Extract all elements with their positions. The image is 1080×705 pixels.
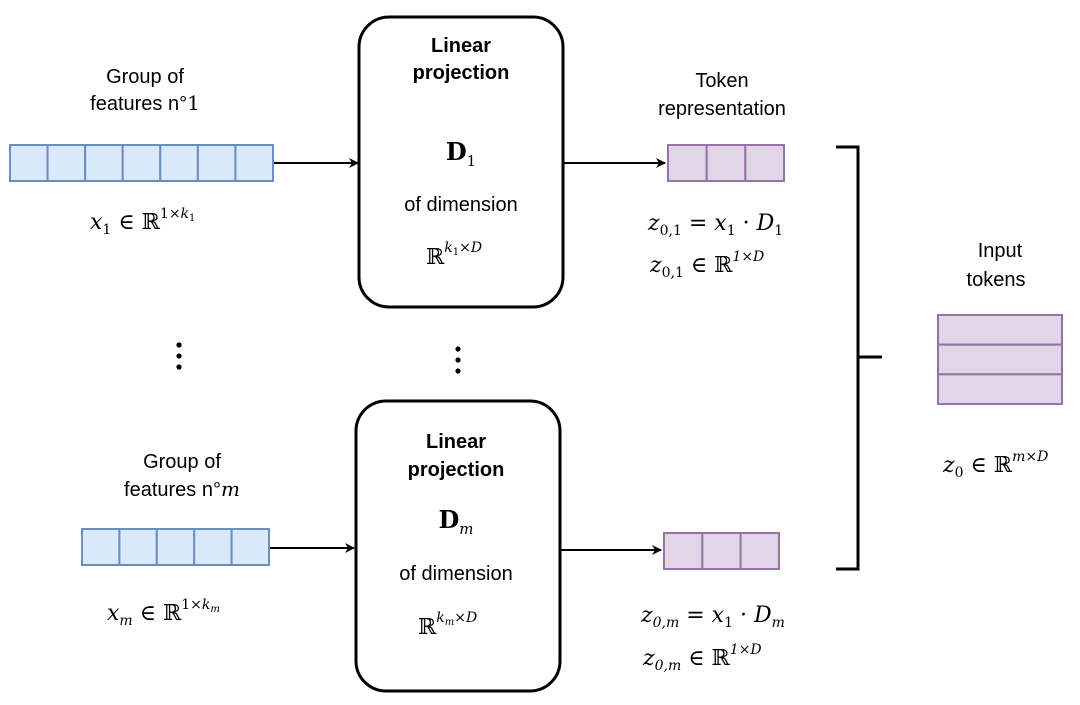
input-tokens-label-line1: Input xyxy=(978,240,1023,262)
projection-m-dim-label: of dimension xyxy=(399,563,512,585)
tokens-bracket xyxy=(836,145,860,571)
feature-vector-m-cell xyxy=(118,528,158,566)
projection-m: Linear projection Dm of dimension ℝkm×D xyxy=(354,399,562,693)
input-tokens-formula: z0 ∈ ℝm×D xyxy=(942,449,1048,481)
feature-vector-1 xyxy=(9,144,275,182)
ellipsis-left xyxy=(176,342,182,370)
input-tokens-row xyxy=(937,373,1063,406)
feature-vector-m-cell xyxy=(193,528,233,566)
group-1-label-line2: features n°1 xyxy=(90,91,200,115)
feature-vector-m xyxy=(81,528,271,566)
group-1-label-line1: Group of xyxy=(106,66,184,88)
token-m-equation: z0,m = x1 · Dm xyxy=(640,603,785,631)
projection-1: Linear projection D1 of dimension ℝk1×D xyxy=(357,15,565,309)
token-m-membership: z0,m ∈ ℝ1×D xyxy=(642,642,762,674)
token-header-line2: representation xyxy=(658,98,786,120)
projection-m-matrix: Dm xyxy=(438,505,473,538)
token-m: z0,m = x1 · Dm z0,m ∈ ℝ1×D xyxy=(640,532,785,674)
feature-vector-1-cell xyxy=(9,144,49,182)
feature-vector-1-cell xyxy=(159,144,199,182)
ellipsis-middle xyxy=(455,346,461,374)
feature-vector-1-cell xyxy=(121,144,162,182)
projection-1-matrix: D1 xyxy=(446,137,476,170)
projection-1-title-line2: projection xyxy=(413,62,510,84)
input-tokens-row xyxy=(937,314,1063,346)
feature-vector-1-cell xyxy=(196,144,237,182)
feature-vector-1-formula: x1 ∈ ℝ1×k1 xyxy=(90,206,195,238)
feature-vector-m-cell xyxy=(155,528,196,566)
token-1-cell xyxy=(705,144,747,182)
group-m-label-line2: features n°m xyxy=(124,477,240,501)
feature-vector-1-cell xyxy=(84,144,124,182)
projection-1-dim-formula: ℝk1×D xyxy=(426,240,482,270)
feature-vector-m-formula: xm ∈ ℝ1×km xyxy=(107,597,220,629)
projection-m-title-line1: Linear xyxy=(426,431,486,453)
group-m-label-line1: Group of xyxy=(143,451,221,473)
token-1-cell xyxy=(744,144,785,182)
group-m: Group of features n°m xm ∈ ℝ1×km xyxy=(81,451,271,629)
token-m-cell xyxy=(663,532,704,570)
group-1: Group of features n°1 x1 ∈ ℝ1×k1 xyxy=(9,66,275,238)
token-m-cell xyxy=(739,532,781,570)
token-1-cell xyxy=(667,144,708,182)
token-1-equation: z0,1 = x1 · D1 xyxy=(647,211,783,239)
projection-m-dim-formula: ℝkm×D xyxy=(418,610,477,640)
input-tokens-row xyxy=(937,343,1063,376)
feature-vector-m-cell xyxy=(81,528,121,566)
input-tokens-label-line2: tokens xyxy=(967,269,1026,291)
projection-m-box xyxy=(354,399,562,693)
token-1-vector xyxy=(667,144,785,182)
input-tokens: Input tokens z0 ∈ ℝm×D xyxy=(937,240,1063,481)
feature-vector-1-cell xyxy=(234,144,275,182)
projection-1-dim-label: of dimension xyxy=(404,194,517,216)
projection-1-title-line1: Linear xyxy=(431,35,491,57)
token-1: z0,1 = x1 · D1 z0,1 ∈ ℝ1×D xyxy=(647,144,785,281)
token-1-membership: z0,1 ∈ ℝ1×D xyxy=(649,249,764,281)
token-m-vector xyxy=(663,532,781,570)
feature-vector-1-cell xyxy=(46,144,87,182)
token-header-line1: Token xyxy=(695,70,748,92)
feature-vector-m-cell xyxy=(230,528,271,566)
token-m-cell xyxy=(701,532,742,570)
projection-m-title-line2: projection xyxy=(408,459,505,481)
input-tokens-matrix xyxy=(937,314,1063,406)
